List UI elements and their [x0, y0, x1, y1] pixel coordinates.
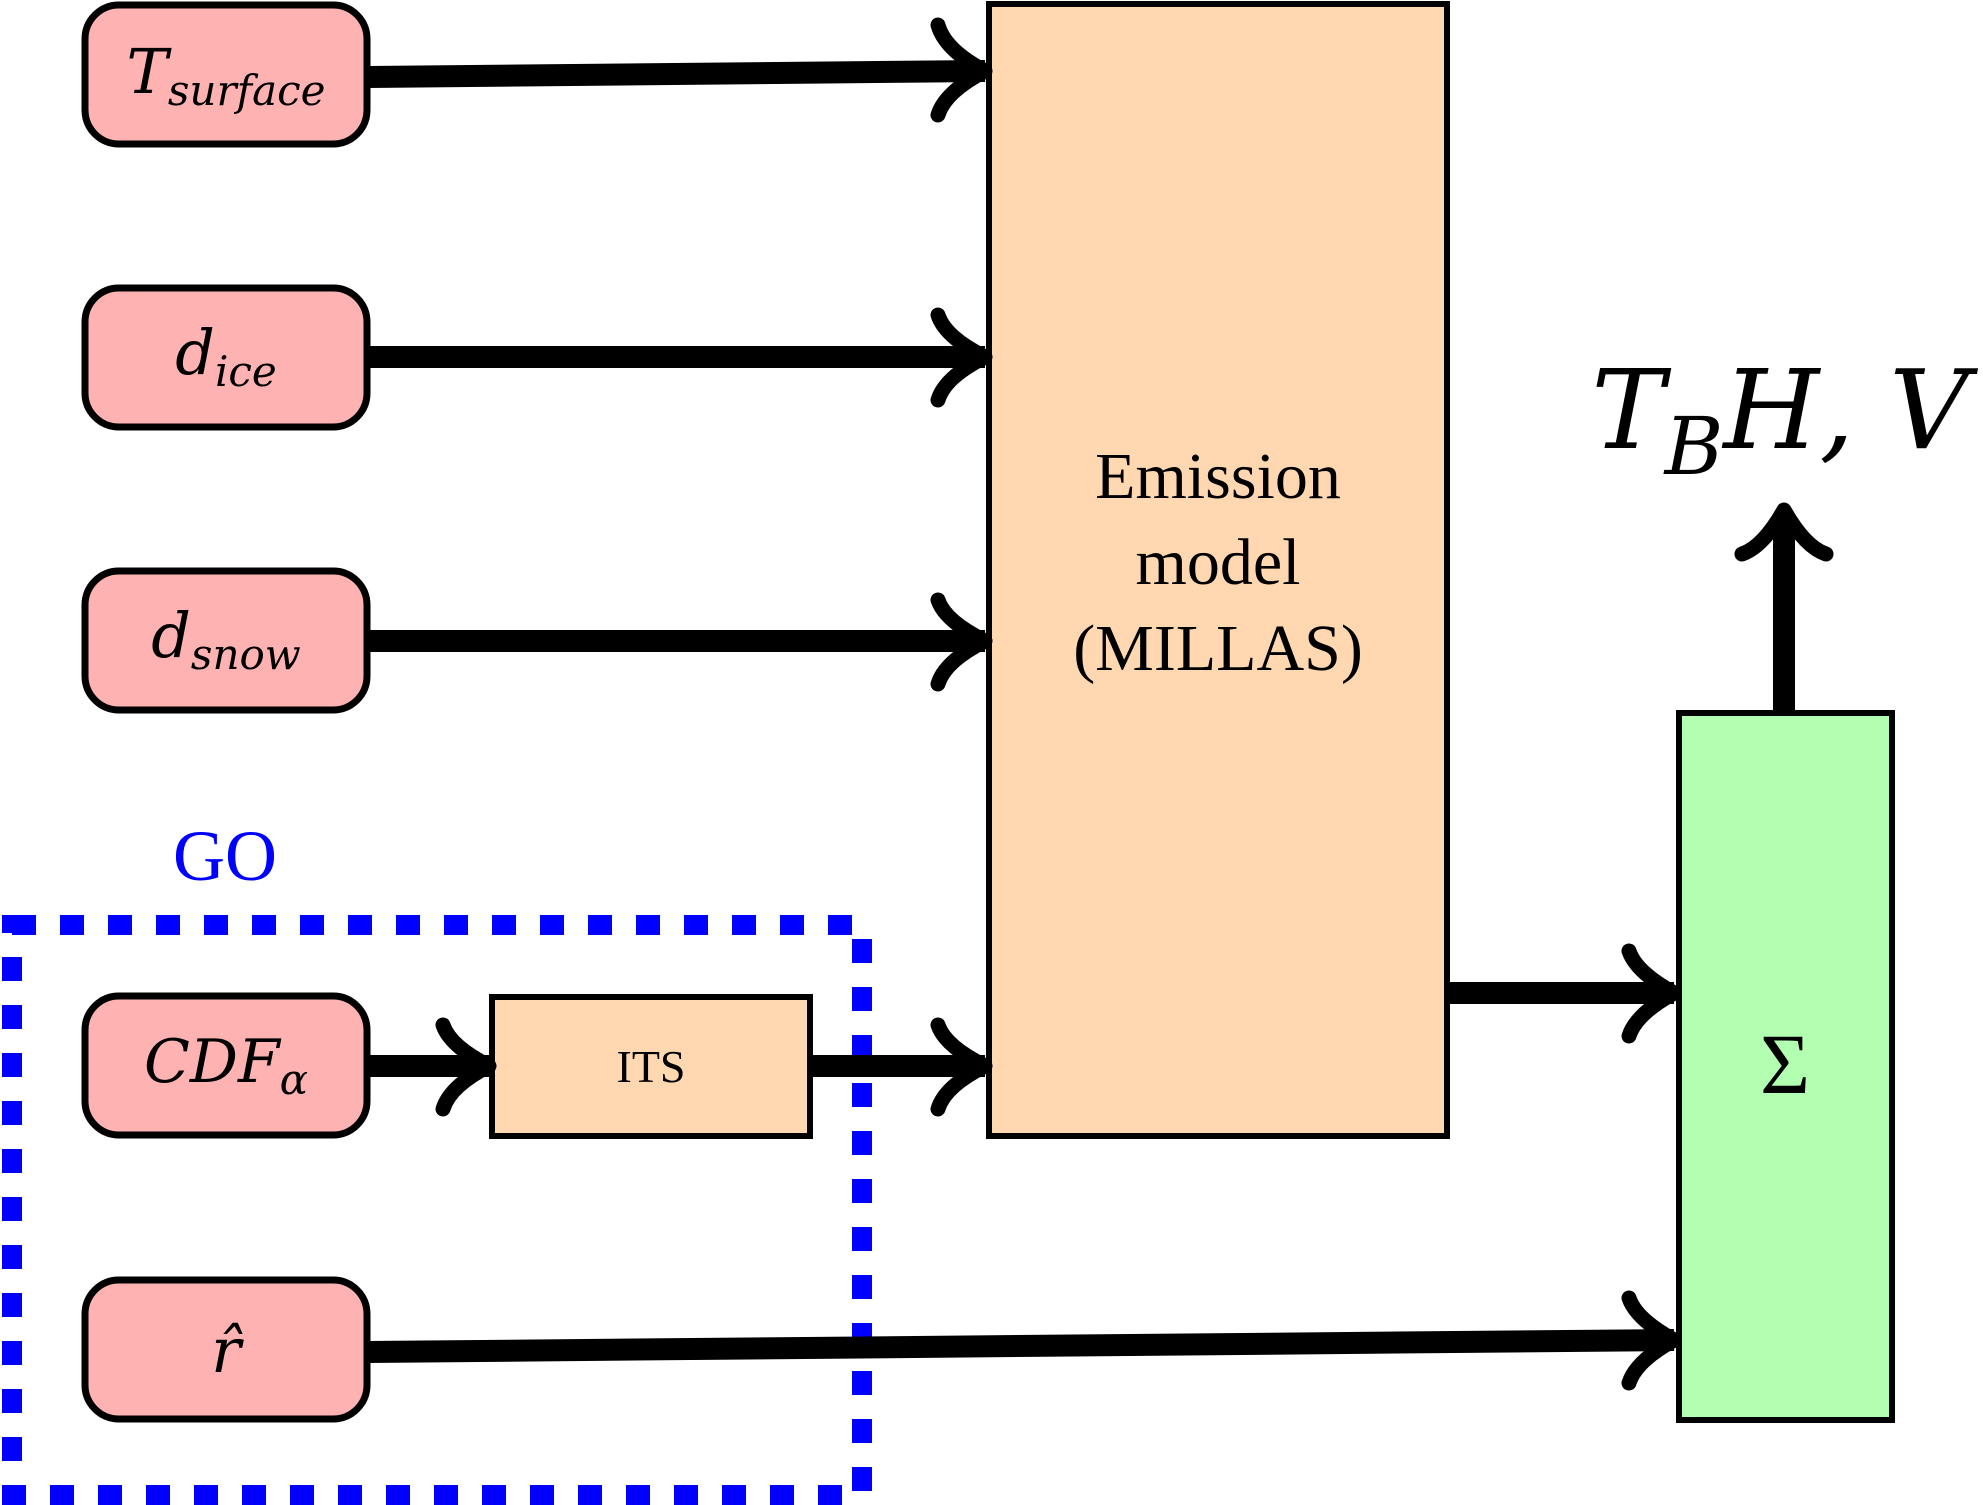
emission-model-node[interactable]: Emission model (MILLAS) [986, 1, 1450, 1139]
output-label: TBH, V [1591, 346, 1978, 493]
sum-symbol: Σ [1760, 1016, 1810, 1112]
input-label: CDFα [144, 1027, 308, 1104]
arrowhead-icon [1621, 943, 1682, 1044]
input-box [81, 284, 371, 431]
arrowhead-icon [930, 592, 993, 692]
emission-model-line-1: Emission [1095, 440, 1341, 513]
input-box [81, 1276, 371, 1423]
input-node-d-snow[interactable]: dsnow [81, 567, 371, 714]
arrowhead-icon [930, 307, 993, 408]
input-node-d-ice[interactable]: dice [81, 284, 371, 431]
input-node-cdf-alpha[interactable]: CDFα [81, 992, 371, 1139]
input-label: dice [175, 316, 277, 396]
input-box [81, 567, 371, 714]
edge-tsurface-emission [366, 60, 986, 88]
arrowhead-icon [930, 17, 993, 123]
input-box [81, 992, 371, 1139]
its-box [489, 994, 813, 1139]
edges [366, 60, 1795, 1363]
emission-model-box [986, 1, 1450, 1139]
input-node-t-surface[interactable]: Tsurface [81, 1, 371, 148]
sum-node[interactable]: Σ [1676, 710, 1895, 1423]
its-label: ITS [617, 1041, 686, 1092]
arrowhead-icon [435, 1017, 497, 1117]
its-node[interactable]: ITS [489, 994, 813, 1139]
emission-model-line-3: (MILLAS) [1073, 612, 1363, 685]
input-label: r̂ [211, 1314, 244, 1387]
go-group-label: GO [173, 816, 277, 896]
input-node-r-hat[interactable]: r̂ [81, 1276, 371, 1423]
sum-box [1676, 710, 1895, 1423]
arrowhead-icon [1621, 1290, 1682, 1391]
arrowhead-icon [930, 1017, 993, 1117]
go-group-box [2, 915, 872, 1505]
edge-rhat-sum [366, 1329, 1675, 1363]
input-label: dsnow [151, 599, 301, 679]
arrowhead-icon [1734, 502, 1834, 562]
input-box [81, 1, 371, 148]
input-label: Tsurface [126, 35, 325, 115]
emission-model-line-2: model [1136, 526, 1301, 599]
arrowheads [435, 17, 1834, 1391]
